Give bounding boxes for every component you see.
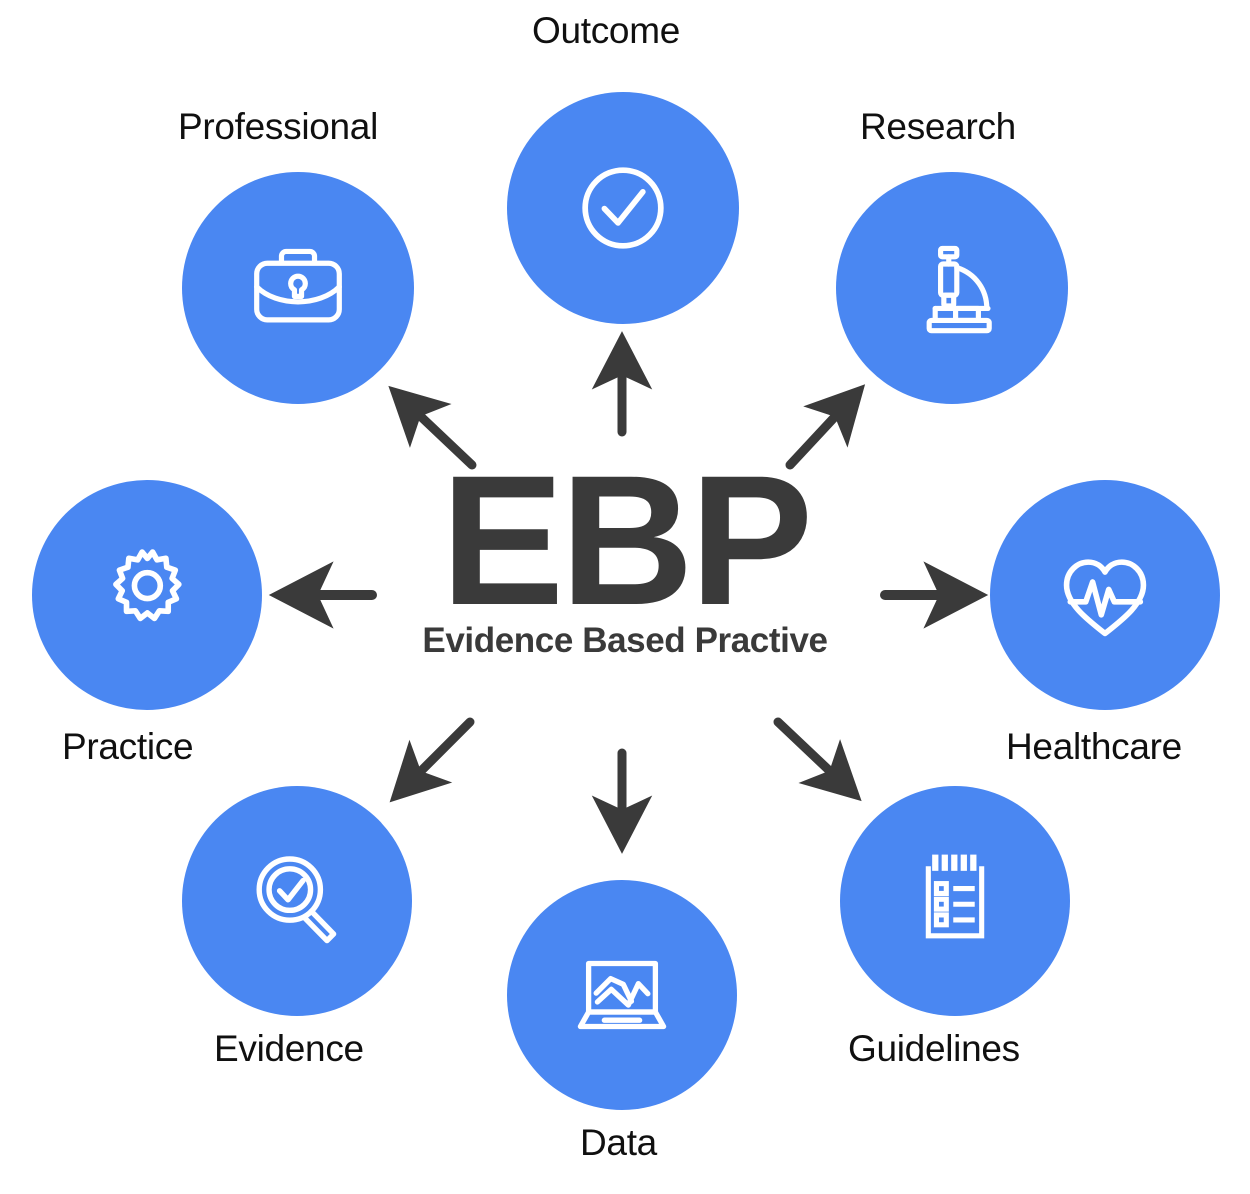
microscope-icon — [926, 245, 992, 334]
label-data: Data — [580, 1122, 657, 1163]
label-guidelines: Guidelines — [848, 1028, 1020, 1069]
label-healthcare: Healthcare — [1006, 726, 1182, 767]
briefcase-lock-icon — [254, 248, 342, 323]
arrow-to-research — [785, 384, 866, 470]
label-professional: Professional — [178, 106, 379, 147]
check-circle-icon — [582, 167, 664, 249]
arrow-to-guidelines — [773, 717, 862, 802]
bubble-practice[interactable] — [32, 480, 262, 710]
checklist-notepad-icon — [925, 854, 985, 939]
bubble-professional[interactable] — [182, 172, 414, 404]
heart-pulse-icon — [1063, 559, 1147, 637]
bubble-healthcare[interactable] — [990, 480, 1220, 710]
arrow-to-evidence — [389, 717, 475, 803]
label-research: Research — [860, 106, 1016, 147]
bubble-evidence[interactable] — [182, 786, 412, 1016]
label-practice: Practice — [62, 726, 194, 767]
bubble-outcome[interactable] — [507, 92, 739, 324]
laptop-chart-icon — [577, 960, 667, 1030]
bubble-research[interactable] — [836, 172, 1068, 404]
magnifier-check-icon — [256, 856, 337, 944]
bubble-guidelines[interactable] — [840, 786, 1070, 1016]
gear-icon — [113, 549, 182, 622]
arrow-to-professional — [388, 385, 477, 470]
label-outcome: Outcome — [532, 10, 681, 51]
label-evidence: Evidence — [214, 1028, 364, 1069]
bubble-data[interactable] — [507, 880, 737, 1110]
